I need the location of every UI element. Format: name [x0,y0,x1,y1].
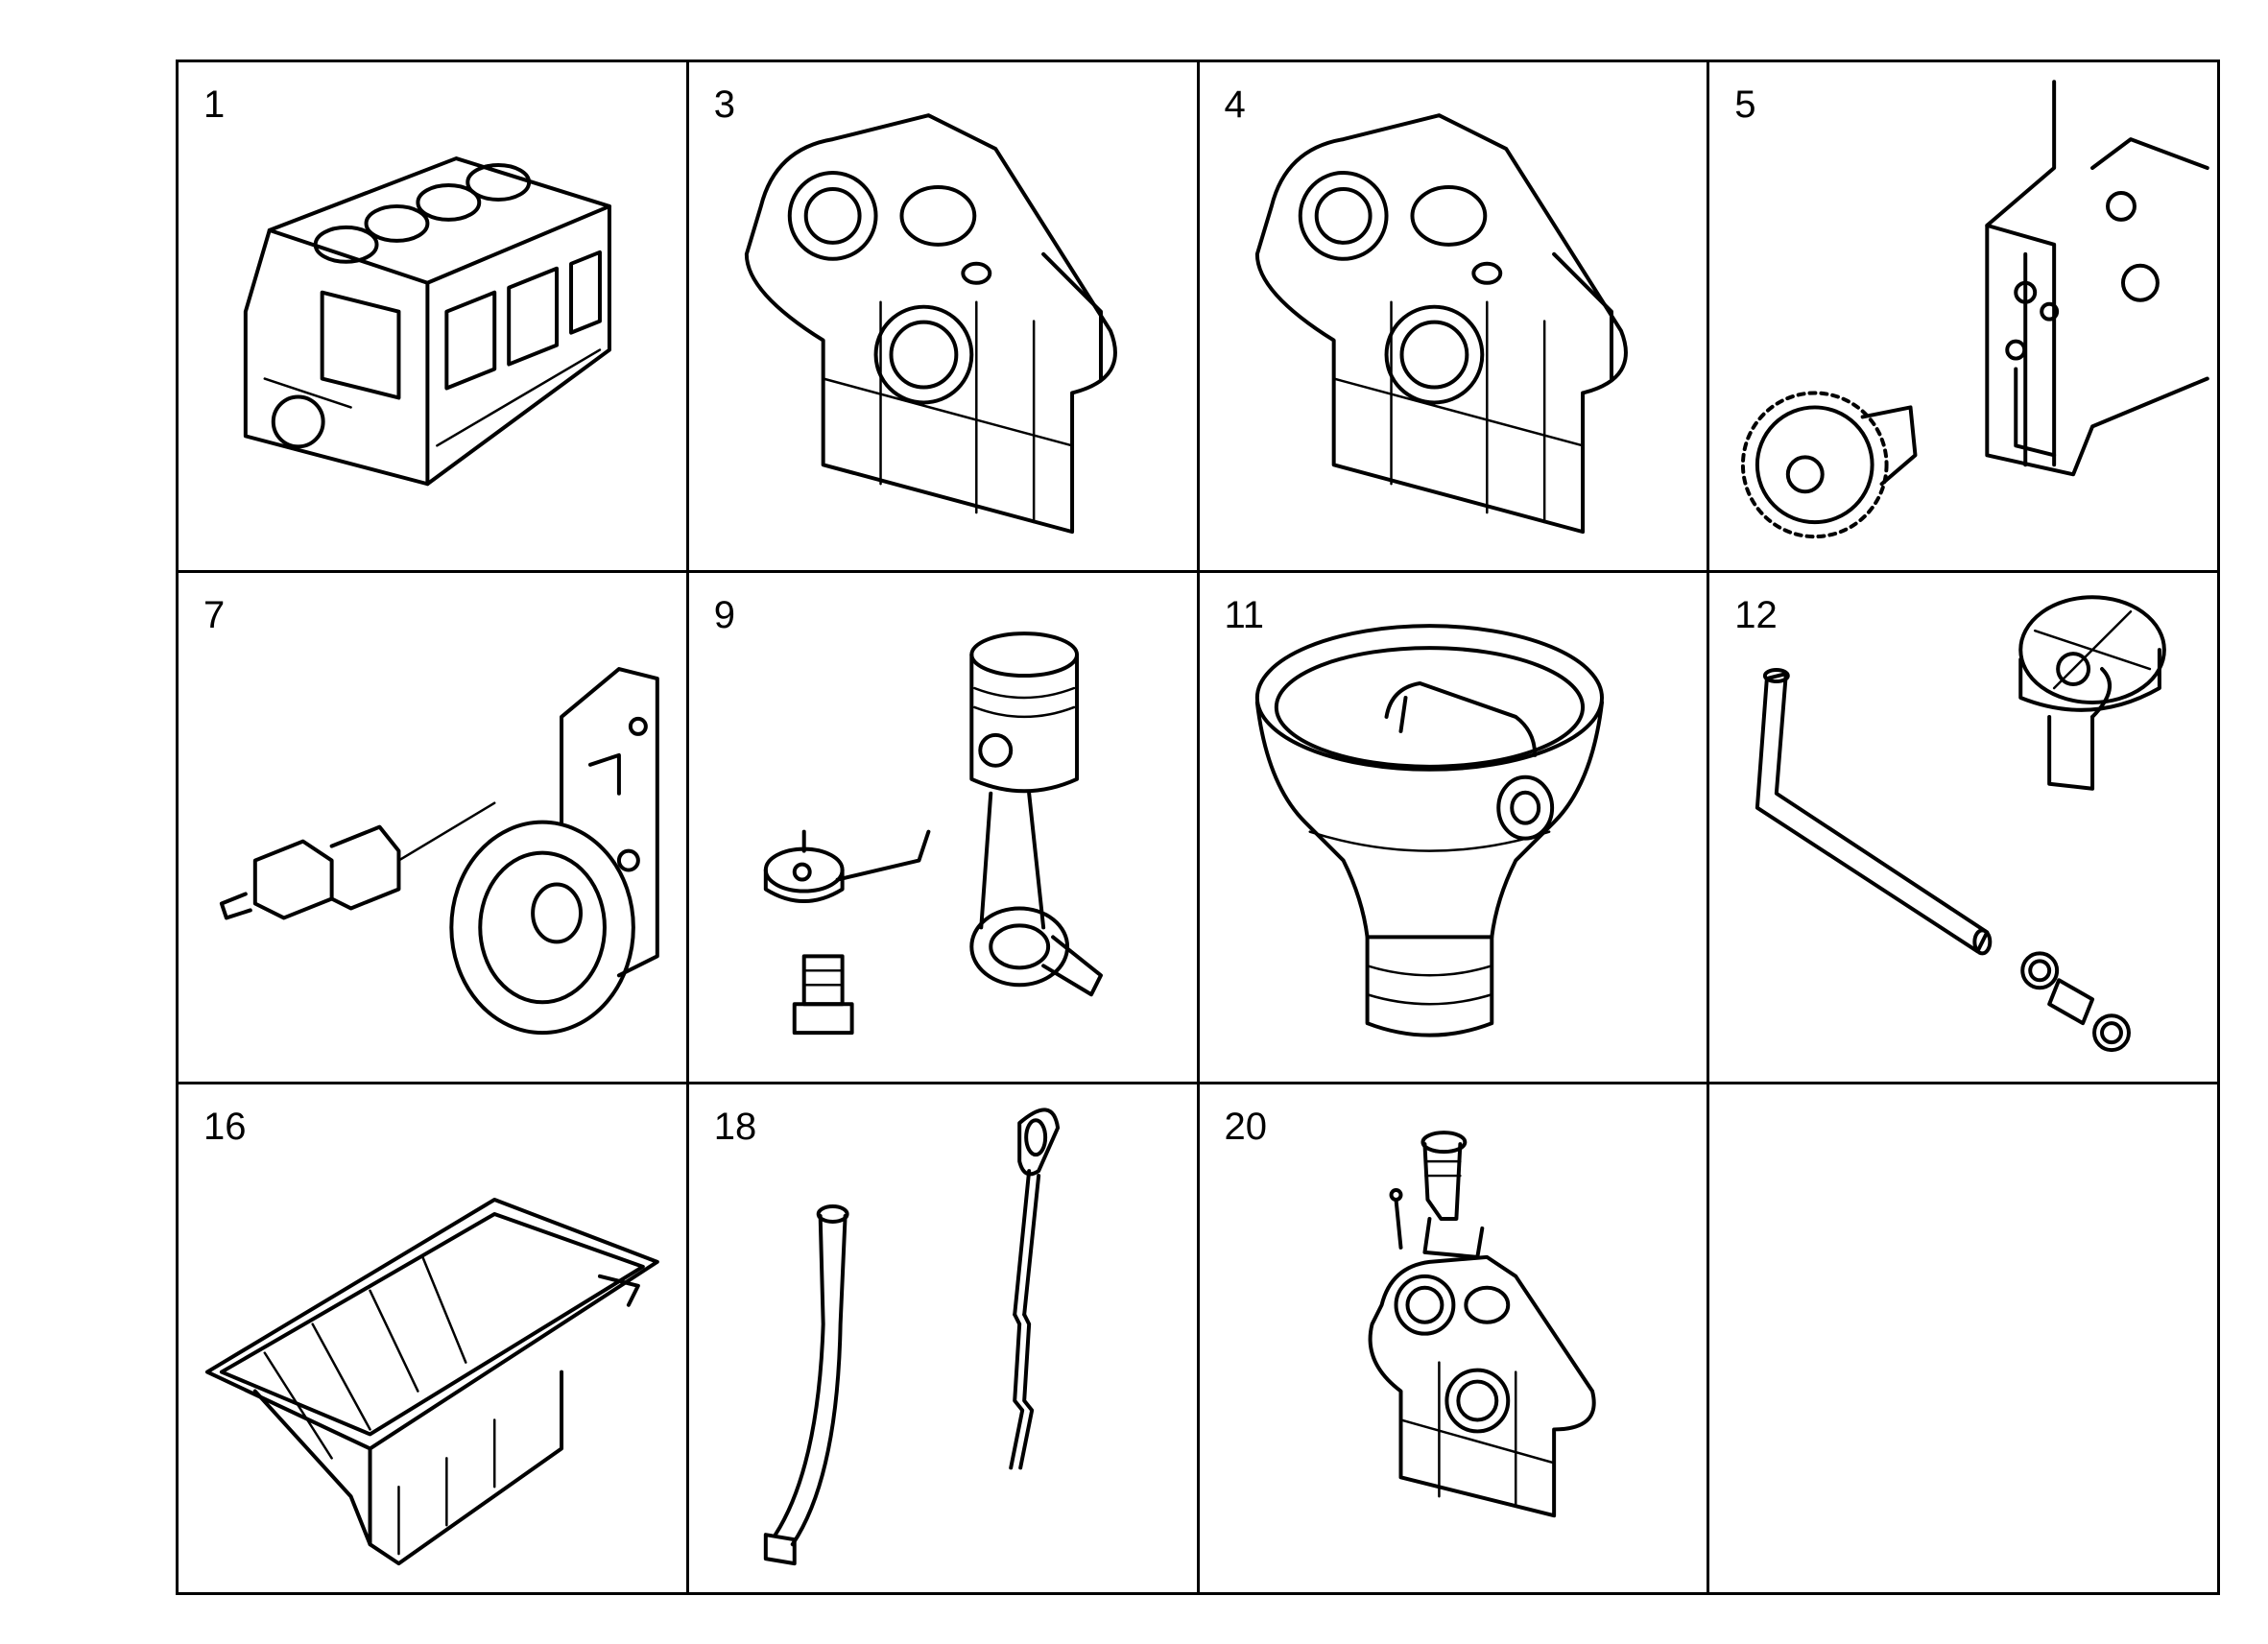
dipstick-tube-icon [763,1108,1060,1565]
oil-pan-icon [204,1197,659,1565]
part-cell-16[interactable]: 16 [179,1084,689,1595]
parts-grid: 1 3 [176,60,2220,1595]
oil-filter-funnel-icon [1254,624,1604,1037]
part-cell-5[interactable]: 5 [1709,62,2220,574]
part-number: 20 [1224,1105,1268,1148]
part-number: 1 [203,83,226,126]
breather-pipe-icon [1755,595,2167,1053]
engine-block-icon [243,156,611,487]
oil-pressure-sensor-icon [219,667,659,1036]
oil-filler-cover-icon [1368,1130,1596,1517]
part-cell-4[interactable]: 4 [1199,62,1710,574]
part-number: 16 [203,1105,247,1148]
part-cell-20[interactable]: 20 [1199,1084,1710,1595]
part-number: 7 [203,594,226,637]
part-number: 3 [713,83,735,126]
part-cell-1[interactable]: 1 [179,62,689,574]
timing-cover-icon [744,113,1117,535]
idler-gear-housing-icon [1741,80,2210,539]
part-number: 4 [1224,83,1246,126]
piston-cooling-nozzle-icon [763,631,1103,1036]
timing-cover-icon [1254,113,1628,535]
part-cell-9[interactable]: 9 [688,573,1200,1084]
part-number: 18 [713,1105,757,1148]
part-cell-12[interactable]: 12 [1709,573,2220,1084]
part-number: 5 [1734,83,1756,126]
part-cell-11[interactable]: 11 [1199,573,1710,1084]
empty-cell [1709,1084,2220,1595]
part-number: 11 [1224,594,1265,637]
part-number: 9 [713,594,735,637]
part-number: 12 [1734,594,1778,637]
part-cell-18[interactable]: 18 [688,1084,1200,1595]
part-cell-3[interactable]: 3 [688,62,1200,574]
part-cell-7[interactable]: 7 [179,573,689,1084]
